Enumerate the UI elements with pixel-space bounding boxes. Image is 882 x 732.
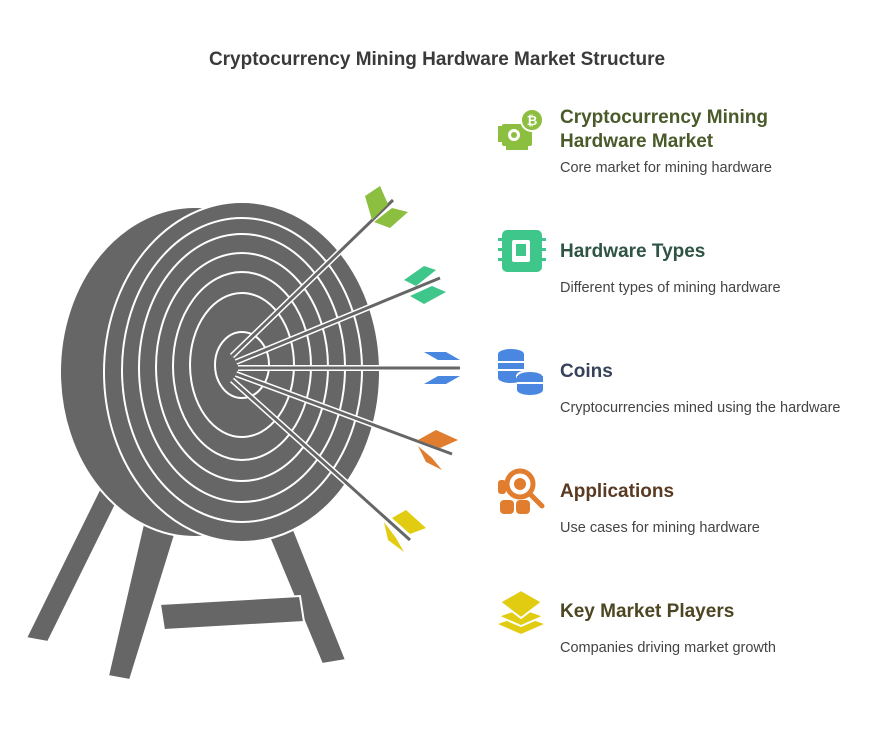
coins-icon <box>498 349 544 395</box>
arrow-3 <box>238 352 460 384</box>
arrow-5 <box>229 377 426 552</box>
legend-description: Use cases for mining hardware <box>560 520 760 536</box>
layers-icon <box>495 588 547 634</box>
chip-icon <box>498 230 546 272</box>
legend-description: Cryptocurrencies mined using the hardwar… <box>560 400 841 416</box>
legend-heading: Coins <box>560 361 613 382</box>
legend-description: Core market for mining hardware <box>560 160 772 176</box>
target-face <box>103 201 381 543</box>
legend-heading: Cryptocurrency Mining Hardware Market <box>560 106 860 154</box>
page-title: Cryptocurrency Mining Hardware Market St… <box>208 49 666 70</box>
svg-text:₿: ₿ <box>527 114 538 129</box>
search-applications-icon <box>498 468 545 514</box>
arrow-1 <box>229 186 408 359</box>
legend-heading: Hardware Types <box>560 241 706 262</box>
mining-gpu-icon: ₿ <box>498 108 544 150</box>
legend-description: Companies driving market growth <box>560 640 776 656</box>
heading-line-2: Hardware Market <box>560 131 714 152</box>
arrow-2 <box>234 266 446 365</box>
legend-heading: Key Market Players <box>560 601 735 622</box>
legend-description: Different types of mining hardware <box>560 280 781 296</box>
arrow-4 <box>234 371 458 470</box>
target-stand <box>24 486 348 682</box>
legend-heading: Applications <box>560 481 675 502</box>
heading-line-1: Cryptocurrency Mining <box>560 107 768 128</box>
